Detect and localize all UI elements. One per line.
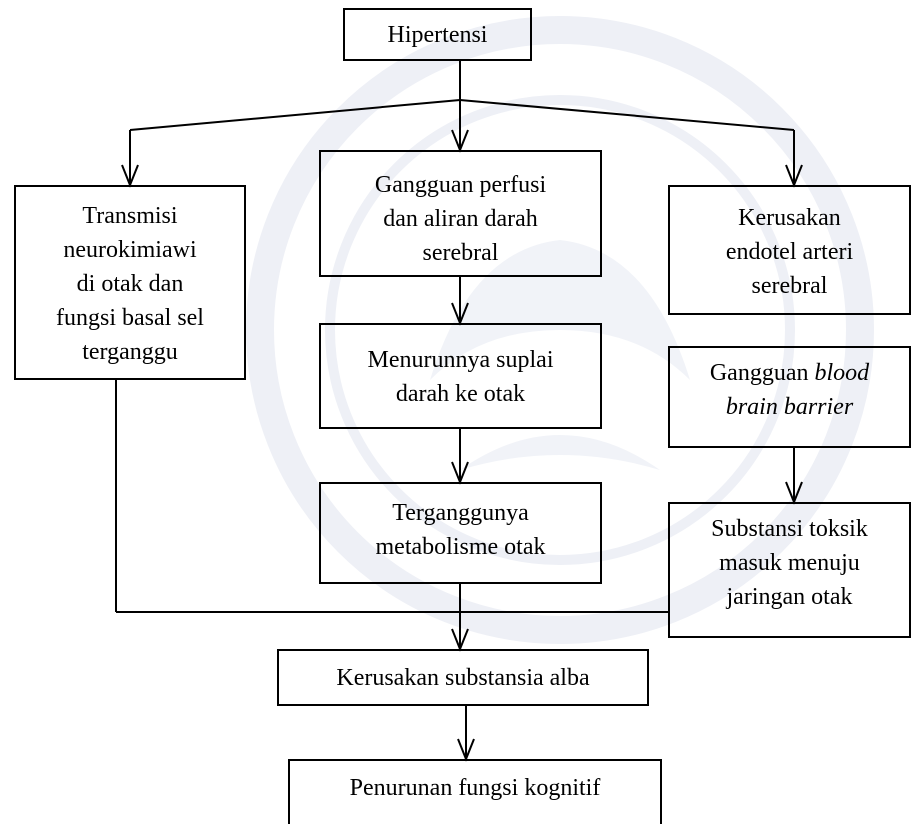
node-hipertensi-line-1: Hipertensi [387,21,488,48]
node-gangguan-bbb-line-2: brain barrier [710,390,869,424]
node-gangguan-bbb-prefix: Gangguan [709,360,815,386]
node-transmisi-neurokimiawi: Transmisi neurokimiawi di otak dan fungs… [14,185,246,380]
node-gangguan-perfusi-line-1: Gangguan perfusi [374,172,547,198]
node-substansi-toksik-line-3: jaringan otak [726,584,853,610]
node-substansi-toksik-line-2: masuk menuju [719,550,860,576]
node-gangguan-bbb-italic-1: blood [814,360,870,386]
node-gangguan-perfusi: Gangguan perfusi dan aliran darah serebr… [319,150,602,277]
node-kerusakan-endotel-line-2: endotel arteri [725,239,854,265]
node-terganggunya-line-1: Terganggunya [392,500,529,526]
node-menurunnya-suplai: Menurunnya suplai darah ke otak [319,323,602,429]
node-gangguan-blood-brain-barrier: Gangguan blood brain barrier [668,346,911,448]
node-gangguan-perfusi-line-3: serebral [422,240,499,266]
connector-branch-right [459,99,795,131]
node-transmisi-line-5: terganggu [82,339,178,365]
node-transmisi-line-1: Transmisi [82,203,178,229]
node-kerusakan-substansia-alba: Kerusakan substansia alba [277,649,649,706]
node-penurunan-line-1: Penurunan fungsi kognitif [349,775,601,801]
node-transmisi-line-2: neurokimiawi [63,237,197,263]
node-substansi-toksik: Substansi toksik masuk menuju jaringan o… [668,502,911,638]
node-kerusakan-endotel-line-3: serebral [751,273,828,299]
node-gangguan-bbb-italic-2: brain barrier [725,394,854,420]
node-substansi-toksik-line-1: Substansi toksik [711,516,868,542]
node-hipertensi: Hipertensi [343,8,532,61]
node-terganggunya-line-2: metabolisme otak [375,534,546,560]
node-transmisi-line-4: fungsi basal sel [56,305,204,331]
node-kerusakan-endotel-line-1: Kerusakan [738,205,841,231]
node-menurunnya-line-1: Menurunnya suplai [367,347,554,373]
node-transmisi-line-3: di otak dan [76,271,184,297]
connector-branch-left [129,99,461,131]
node-terganggunya-metabolisme: Terganggunya metabolisme otak [319,482,602,584]
node-gangguan-bbb-line-1: Gangguan blood [710,356,869,390]
node-penurunan-fungsi-kognitif: Penurunan fungsi kognitif [288,759,662,824]
node-menurunnya-line-2: darah ke otak [395,381,526,407]
node-gangguan-perfusi-line-2: dan aliran darah [383,206,538,232]
node-kerusakan-alba-line-1: Kerusakan substansia alba [336,664,590,691]
node-kerusakan-endotel: Kerusakan endotel arteri serebral [668,185,911,315]
